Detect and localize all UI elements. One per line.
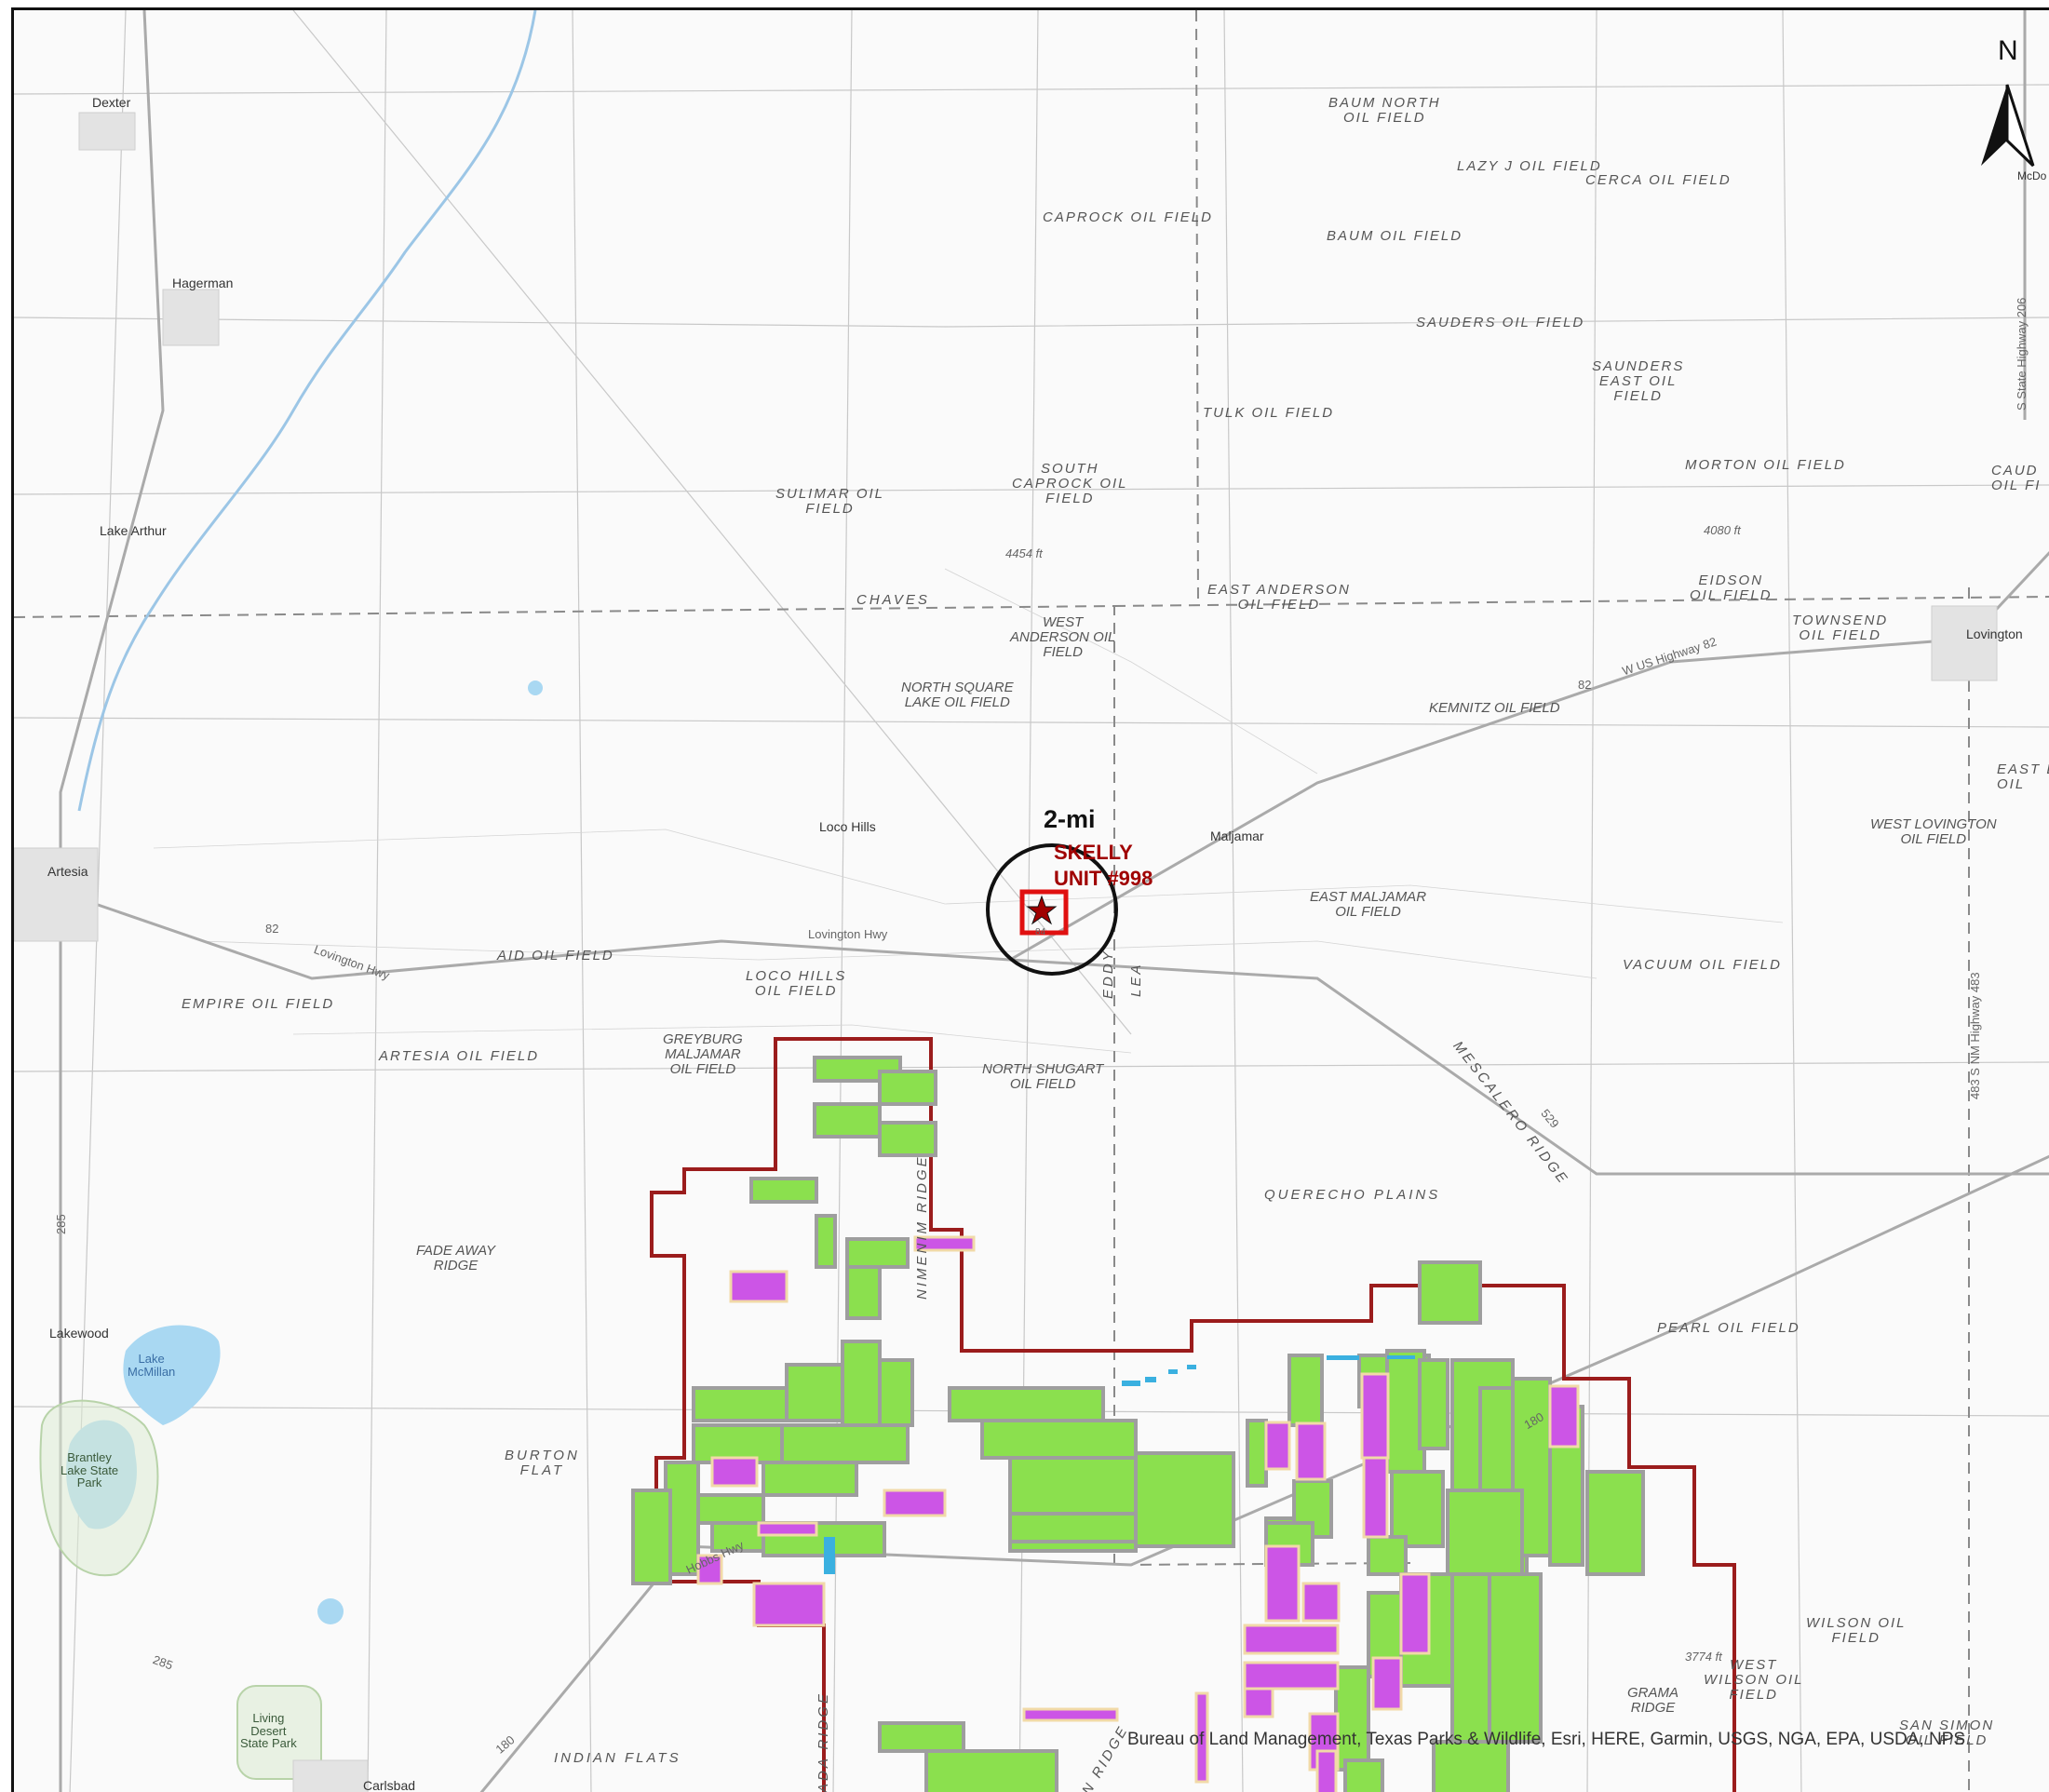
place-label: CHAVES: [856, 592, 930, 608]
site-name-line2[interactable]: UNIT #998: [1054, 867, 1153, 890]
county-boundaries: [14, 10, 2049, 1792]
pond: [317, 1598, 344, 1624]
town-label: Carlsbad: [363, 1778, 416, 1792]
town-label: Hagerman: [172, 276, 234, 290]
oil-field-label: BAUM NORTH OIL FIELD: [1328, 95, 1441, 126]
oil-field-label: SAN SIMON OIL FIELD: [1899, 1718, 1995, 1748]
oil-field-label: MORTON OIL FIELD: [1685, 457, 1846, 473]
road-label: Lovington Hwy: [808, 927, 888, 941]
lease-parcels-purple: [696, 1235, 1580, 1792]
site-star-icon[interactable]: [1026, 895, 1058, 925]
park-label: Brantley Lake State Park: [61, 1450, 119, 1490]
town-label: Loco Hills: [819, 819, 876, 834]
road-label: 82: [265, 922, 279, 936]
north-arrow-icon: [1981, 84, 2035, 168]
oil-field-label: CERCA OIL FIELD: [1585, 172, 1732, 188]
town-label: Dexter: [92, 95, 131, 110]
oil-field-label: EAST ANDERSON OIL FIELD: [1207, 582, 1351, 613]
place-label: LEA: [1128, 962, 1144, 997]
lease-parcels-green: [631, 1056, 1645, 1792]
oil-field-label: EAST L OIL: [1997, 761, 2049, 792]
oil-field-label: EMPIRE OIL FIELD: [182, 996, 335, 1012]
elevation-label: 4080 ft: [1704, 523, 1741, 537]
oil-field-label: BAUM OIL FIELD: [1327, 228, 1463, 244]
place-label: BURTON FLAT: [505, 1448, 580, 1478]
lake-mcmillan: [123, 1325, 221, 1425]
place-label: ADA RIDGE: [816, 1691, 831, 1792]
oil-field-label: CAUD OIL FI: [1991, 463, 2042, 493]
oil-field-label: LOCO HILLS OIL FIELD: [746, 968, 847, 999]
road-label: 84: [1035, 927, 1046, 937]
two-mile-radius-circle: [986, 843, 1118, 976]
oil-field-label: GREYBURG MALJAMAR OIL FIELD: [663, 1031, 743, 1077]
town-label: McDo: [2017, 169, 2047, 182]
oil-field-label: WEST ANDERSON OIL FIELD: [1010, 614, 1116, 660]
lease-boundary: [650, 1037, 1736, 1792]
river: [77, 10, 537, 812]
place-label: FADE AWAY RIDGE: [416, 1243, 496, 1273]
oil-field-label: CAPROCK OIL FIELD: [1043, 209, 1213, 225]
town-blocks: [14, 112, 1998, 1792]
road-label: S State Highway 206: [2015, 297, 2029, 411]
oil-field-label: NORTH SQUARE LAKE OIL FIELD: [901, 680, 1014, 710]
oil-field-label: AID OIL FIELD: [497, 948, 614, 963]
oil-field-label: LAZY J OIL FIELD: [1457, 158, 1602, 174]
site-boundary[interactable]: [1019, 889, 1069, 936]
oil-field-label: WEST WILSON OIL FIELD: [1704, 1657, 1804, 1703]
pond: [528, 680, 543, 695]
elevation-label: 4454 ft: [1005, 546, 1043, 560]
oil-field-label: ARTESIA OIL FIELD: [379, 1048, 540, 1064]
place-label: INDIAN FLATS: [554, 1750, 681, 1766]
pipeline-markers: [824, 1355, 1415, 1574]
road-label: 82: [1578, 678, 1592, 692]
town-label: Artesia: [47, 864, 88, 879]
road-label: 285: [54, 1214, 68, 1234]
town-label: Lake Arthur: [100, 523, 167, 538]
oil-field-label: EAST MALJAMAR OIL FIELD: [1310, 889, 1427, 920]
living-desert-state-park: [236, 1685, 322, 1780]
oil-field-label: PEARL OIL FIELD: [1657, 1320, 1800, 1336]
water-label: Lake McMillan: [128, 1352, 176, 1379]
map-canvas[interactable]: [14, 10, 2049, 1792]
park-label: Living Desert State Park: [240, 1711, 297, 1751]
site-name-line1[interactable]: SKELLY: [1054, 841, 1133, 864]
place-label: EDDY: [1100, 949, 1116, 999]
place-label: NIMENIM RIDGE: [914, 1154, 930, 1300]
map-frame[interactable]: N 2-mi SKELLY UNIT #998 BAUM NORTH OIL F…: [11, 7, 2049, 1792]
oil-field-label: SAUNDERS EAST OIL FIELD: [1592, 358, 1685, 404]
radius-label: 2-mi: [1044, 805, 1096, 833]
town-label: Lakewood: [49, 1326, 109, 1341]
oil-field-label: SAUDERS OIL FIELD: [1416, 315, 1585, 330]
place-label: QUERECHO PLAINS: [1264, 1187, 1441, 1203]
oil-field-label: EIDSON OIL FIELD: [1690, 573, 1773, 603]
oil-field-label: WILSON OIL FIELD: [1806, 1615, 1907, 1646]
dense-lease-roads: [153, 568, 1784, 1054]
road-label: 483 S NM Highway 483: [1968, 972, 1982, 1099]
map-attribution: Bureau of Land Management, Texas Parks &…: [1127, 1730, 1966, 1749]
oil-field-label: SOUTH CAPROCK OIL FIELD: [1012, 461, 1128, 506]
oil-field-label: VACUUM OIL FIELD: [1623, 957, 1782, 973]
town-label: Maljamar: [1210, 829, 1264, 843]
oil-field-label: KEMNITZ OIL FIELD: [1429, 700, 1560, 716]
place-label: GRAMA RIDGE: [1627, 1685, 1679, 1716]
oil-field-label: SULIMAR OIL FIELD: [775, 486, 885, 517]
oil-field-label: TULK OIL FIELD: [1203, 405, 1335, 421]
north-label: N: [1998, 35, 2018, 66]
brantley-lake-state-park: [39, 1399, 159, 1577]
oil-field-label: WEST LOVINGTON OIL FIELD: [1870, 816, 1997, 847]
parks: [39, 1399, 322, 1780]
elevation-label: 3774 ft: [1685, 1650, 1722, 1664]
oil-field-label: NORTH SHUGART OIL FIELD: [982, 1061, 1104, 1092]
oil-field-label: TOWNSEND OIL FIELD: [1792, 613, 1889, 643]
town-label: Lovington: [1966, 627, 2023, 641]
